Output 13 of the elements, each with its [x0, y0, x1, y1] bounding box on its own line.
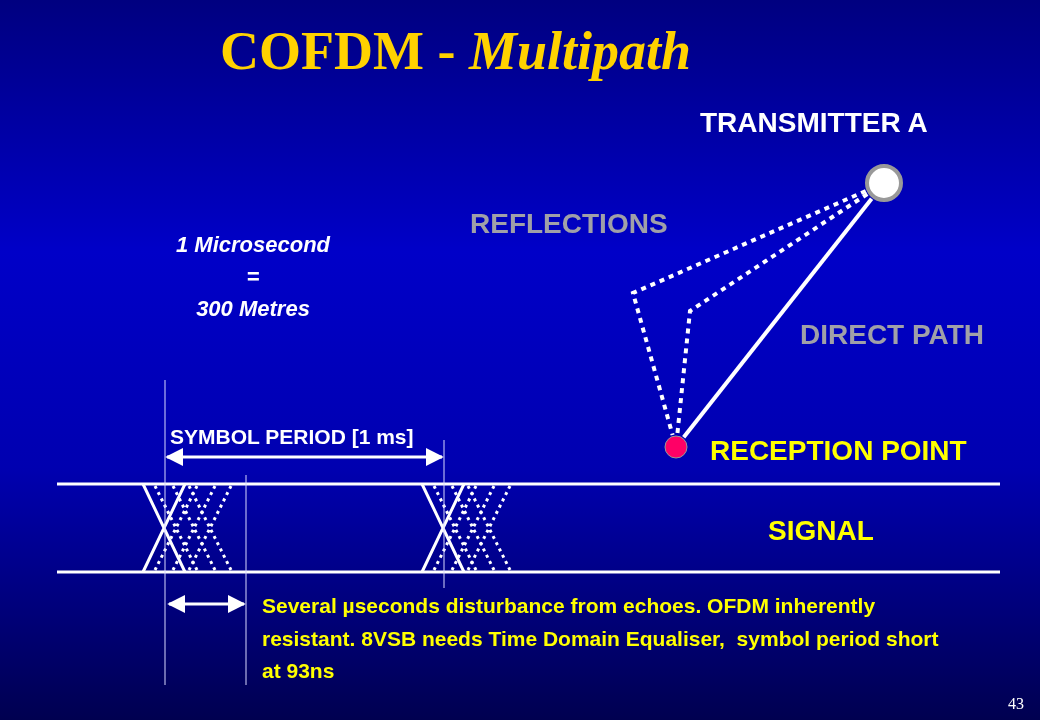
annotation-label: REFLECTIONS — [470, 207, 668, 241]
node-label: RECEPTION POINT — [710, 434, 967, 468]
page-number: 43 — [1008, 694, 1024, 714]
conversion-note: = — [245, 263, 261, 291]
dimension-label: SYMBOL PERIOD [1 ms] — [170, 424, 414, 450]
reflection-path — [630, 189, 867, 436]
conversion-note: 1 Microsecond — [174, 231, 332, 259]
note-text: Several µseconds disturbance from echoes. OFDM inherently resistant. 8VSB needs Time Domain Equaliser, symbol period short at 93ns — [262, 593, 940, 685]
signal-label: SIGNAL — [768, 514, 874, 548]
slide-title: COFDM - Multipath — [220, 20, 692, 82]
conversion-note: 300 Metres — [195, 295, 311, 323]
node-label: TRANSMITTER A — [700, 106, 928, 140]
annotation-label: DIRECT PATH — [800, 318, 985, 352]
